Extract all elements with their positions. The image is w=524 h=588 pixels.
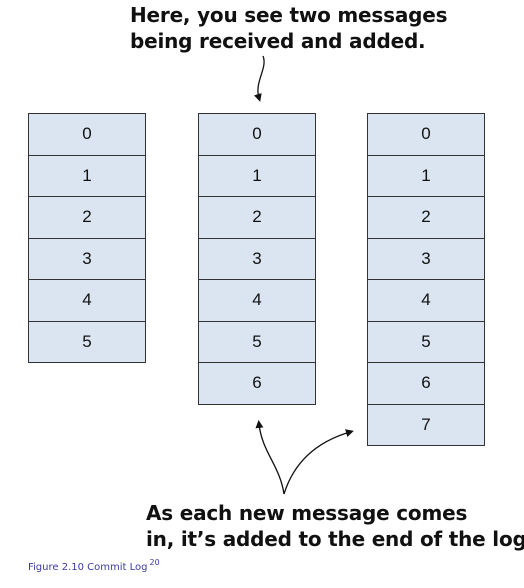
- top-annotation: Here, you see two messages being receive…: [130, 2, 510, 54]
- figure-caption-text: Figure 2.10 Commit Log: [28, 562, 148, 573]
- log-cell: 6: [198, 362, 316, 405]
- bottom-annotation: As each new message comes in, it’s added…: [146, 500, 524, 552]
- log-cell: 1: [367, 154, 485, 197]
- top-annotation-arrow: [253, 55, 265, 102]
- top-annotation-line-2: being received and added.: [130, 29, 426, 53]
- log-cell: 3: [28, 237, 146, 280]
- log-cell: 2: [367, 196, 485, 239]
- log-cell: 6: [367, 362, 485, 405]
- figure-caption-footnote: 20: [149, 558, 160, 567]
- log-cell: 4: [28, 279, 146, 322]
- log-cell: 7: [367, 403, 485, 446]
- log-cell: 2: [198, 196, 316, 239]
- log-cell: 1: [28, 154, 146, 197]
- log-cell: 4: [367, 279, 485, 322]
- log-cell: 3: [198, 237, 316, 280]
- log-cell: 0: [367, 113, 485, 156]
- log-cell: 5: [28, 320, 146, 363]
- bottom-arrow-to-column-2: [255, 420, 285, 495]
- bottom-annotation-line-2: in, it’s added to the end of the log.: [146, 527, 524, 551]
- log-cell: 5: [367, 320, 485, 363]
- log-cell: 1: [198, 154, 316, 197]
- top-annotation-line-1: Here, you see two messages: [130, 3, 448, 27]
- log-cell: 3: [367, 237, 485, 280]
- log-cell: 2: [28, 196, 146, 239]
- bottom-annotation-line-1: As each new message comes: [146, 501, 468, 525]
- bottom-arrow-to-column-3: [283, 429, 354, 495]
